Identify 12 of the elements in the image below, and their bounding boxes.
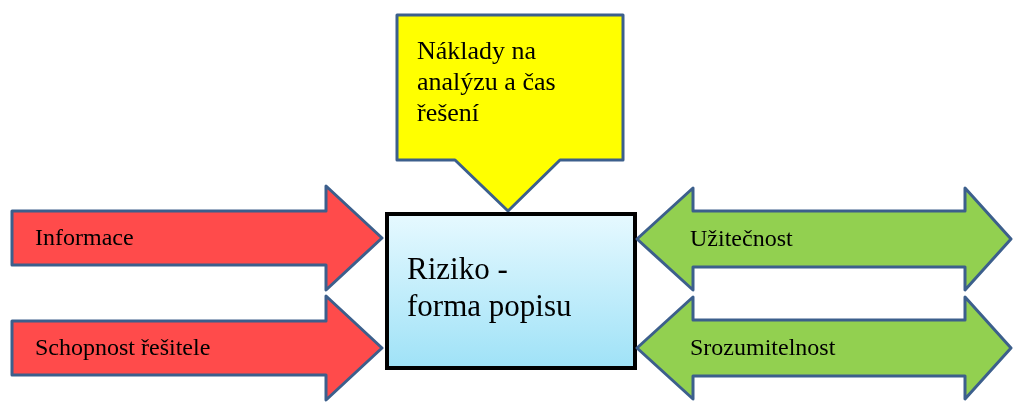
center-box	[385, 212, 637, 370]
double-arrow-shape	[635, 186, 1013, 292]
node-label: Schopnost řešitele	[35, 333, 211, 362]
right-arrow-shape	[10, 294, 384, 402]
right-arrow-shape	[10, 184, 384, 292]
down-arrow-shape	[395, 13, 625, 213]
node-label: Užitečnost	[690, 224, 793, 253]
node-label: Informace	[35, 223, 134, 252]
node-label: Riziko - forma popisu	[407, 250, 573, 325]
node-label: Srozumitelnost	[690, 333, 836, 362]
node-label: Náklady na analýzu a čas řešení	[417, 35, 557, 129]
double-arrow-shape	[635, 295, 1013, 401]
